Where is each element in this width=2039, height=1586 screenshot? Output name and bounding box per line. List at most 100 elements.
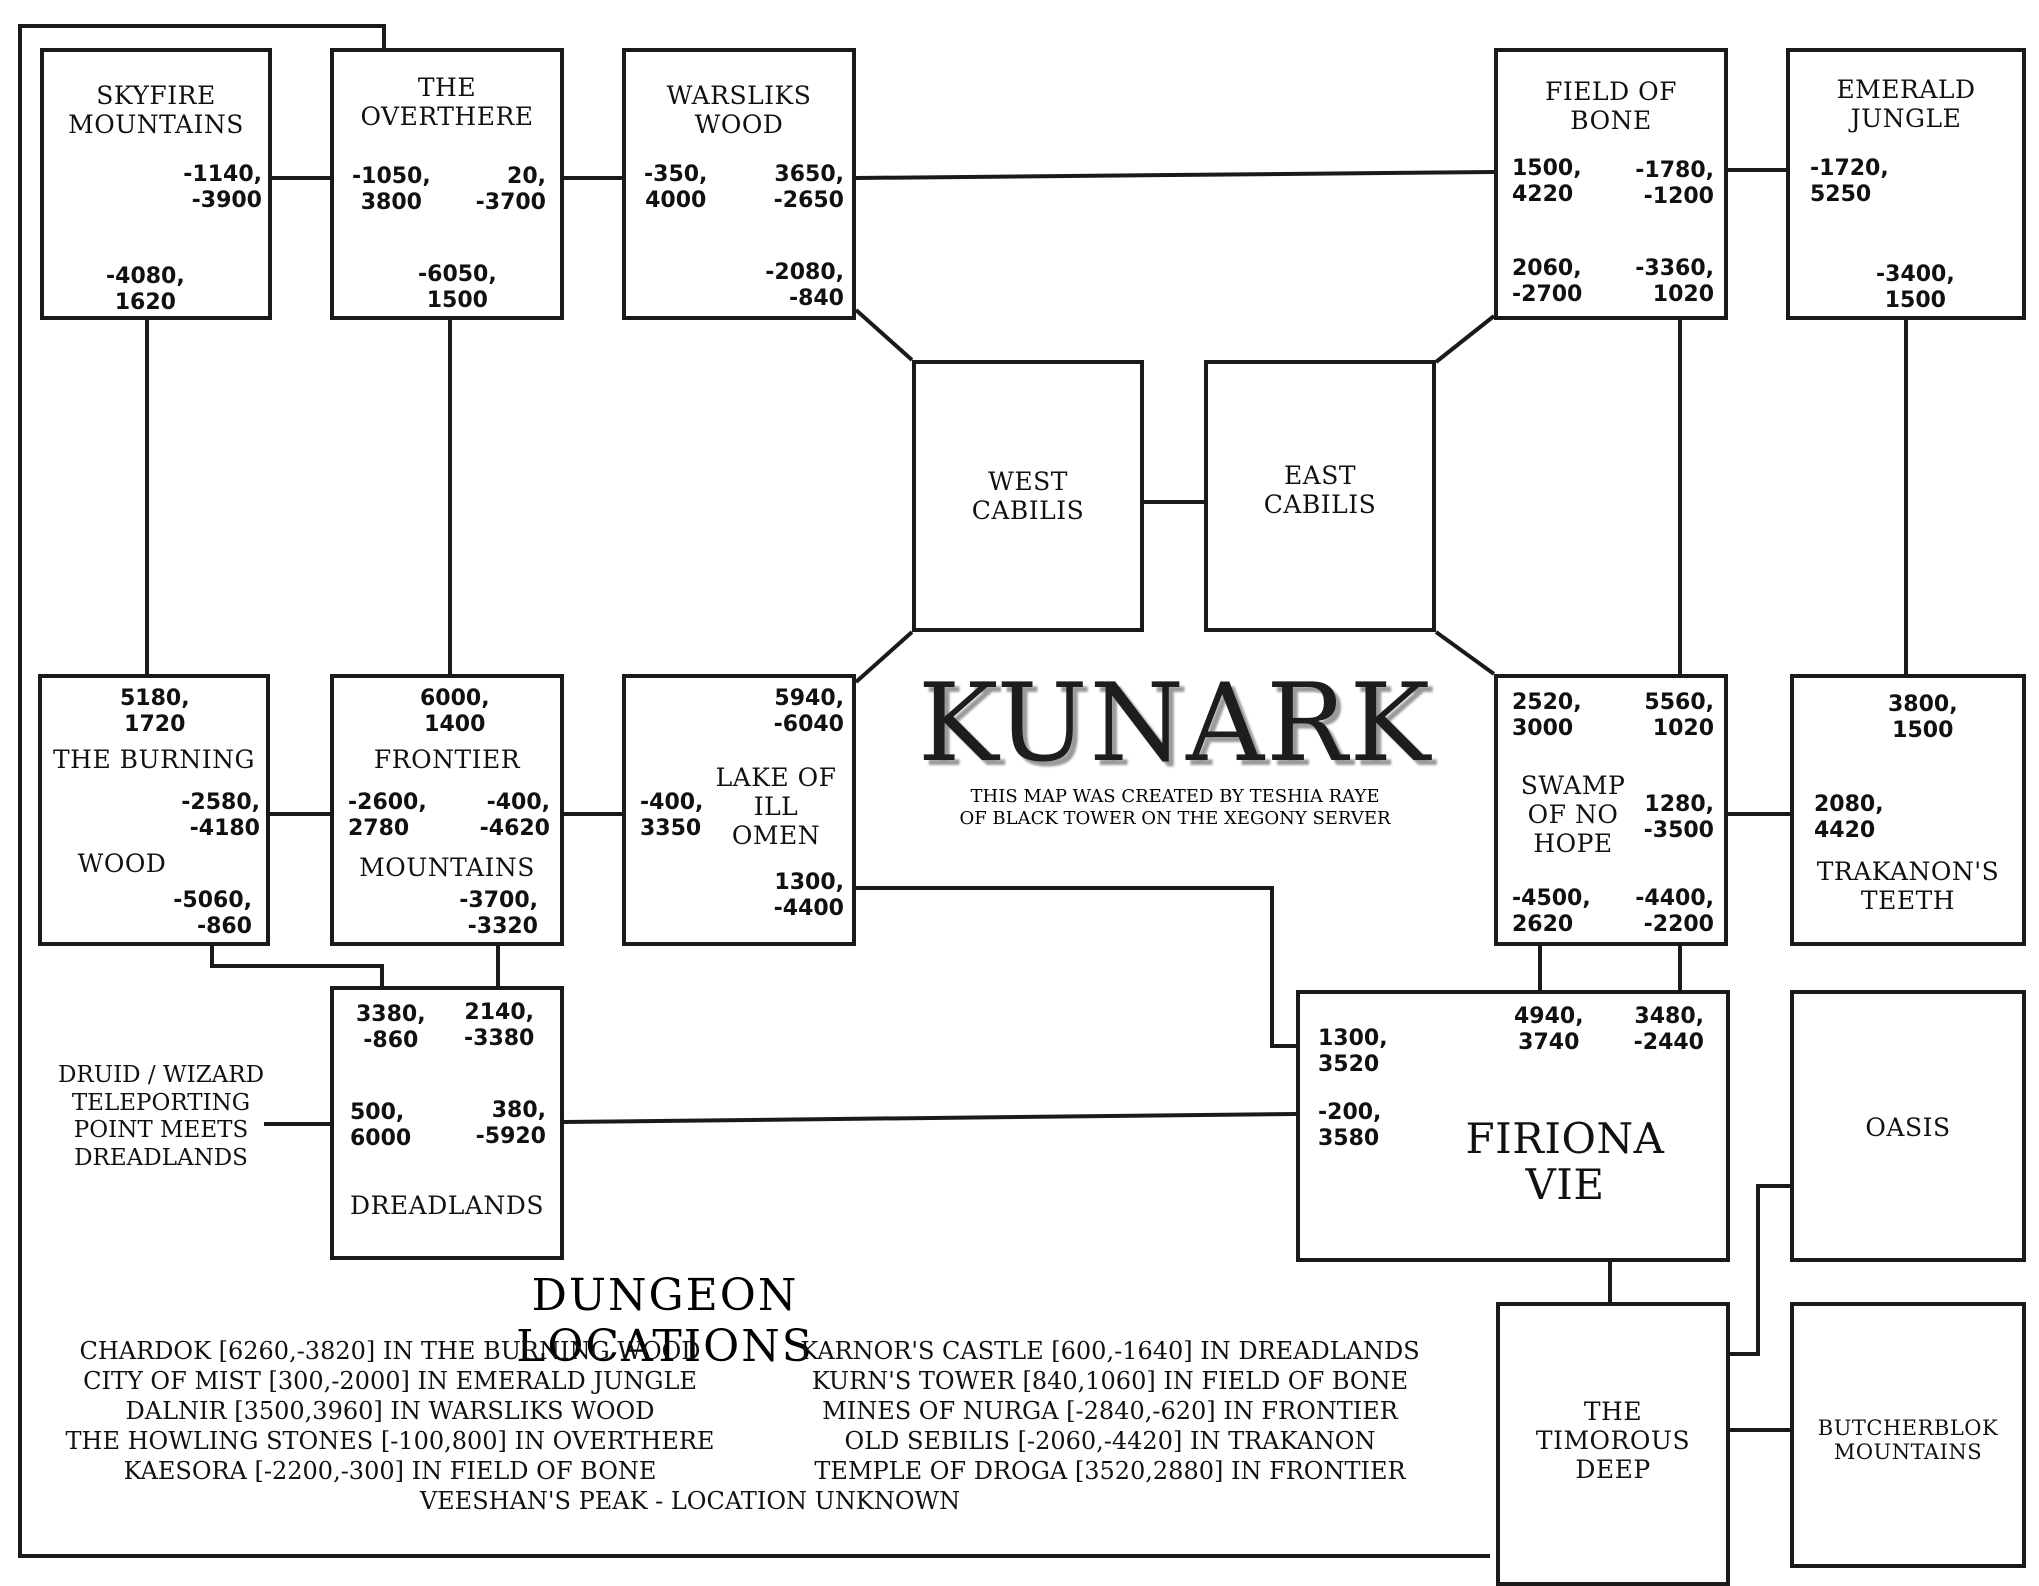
connector-warsliks-westcabilis bbox=[854, 308, 914, 362]
zone-frontier-mountains: 6000, 1400 Frontier -2600, 2780 -400, -4… bbox=[330, 674, 564, 946]
zone-coordinate: 6000, 1400 bbox=[420, 686, 490, 738]
zone-the-burning-wood: 5180, 1720 The Burning -2580, -4180 Wood… bbox=[38, 674, 270, 946]
connector-lake-westcabilis bbox=[854, 630, 914, 684]
zone-firiona-vie: 1300, 3520 -200, 3580 4940, 3740 3480, -… bbox=[1296, 990, 1730, 1262]
teleport-note: Druid / Wizard Teleporting Point meets D… bbox=[57, 1062, 265, 1171]
zone-coordinate: 1280, -3500 bbox=[1643, 792, 1714, 844]
zone-the-timorous-deep: The Timorous Deep bbox=[1496, 1302, 1730, 1586]
dungeon-entry: Old Sebilis [-2060,-4420] in Trakanon bbox=[844, 1427, 1376, 1455]
dungeon-entry: Chardok [6260,-3820] in the Burning Wood bbox=[79, 1337, 701, 1365]
zone-coordinate: 3800, 1500 bbox=[1888, 692, 1958, 744]
zone-name: The Overthere bbox=[360, 73, 534, 131]
zone-name: Mountains bbox=[359, 853, 535, 882]
zone-coordinate: -4080, 1620 bbox=[106, 264, 185, 316]
zone-skyfire-mountains: Skyfire Mountains -1140, -3900 -4080, 16… bbox=[40, 48, 272, 320]
zone-name: Field of Bone bbox=[1545, 77, 1677, 135]
connector-lake-firiona bbox=[856, 886, 1296, 1048]
zone-coordinate: 380, -5920 bbox=[475, 1098, 546, 1150]
zone-swamp-of-no-hope: 2520, 3000 5560, 1020 Swamp of No Hope 1… bbox=[1494, 674, 1728, 946]
zone-coordinate: 3650, -2650 bbox=[773, 162, 844, 214]
connector-fieldofbone-eastcabilis bbox=[1434, 314, 1496, 364]
zone-name: Oasis bbox=[1865, 1113, 1951, 1142]
zone-coordinate: 5940, -6040 bbox=[773, 686, 844, 738]
zone-coordinate: 4940, 3740 bbox=[1514, 1004, 1584, 1056]
zone-coordinate: -2600, 2780 bbox=[348, 790, 427, 842]
zone-coordinate: 1300, 3520 bbox=[1318, 1026, 1388, 1078]
zone-coordinate: 5180, 1720 bbox=[120, 686, 190, 738]
map-credit: This map was created by Teshia Raye of B… bbox=[959, 786, 1391, 829]
zone-coordinate: -4500, 2620 bbox=[1512, 886, 1591, 938]
zone-coordinate: -400, -4620 bbox=[479, 790, 550, 842]
connector-timorous-oasis bbox=[1730, 1184, 1790, 1356]
dungeon-entry: The Howling Stones [-100,800] in Overthe… bbox=[65, 1427, 715, 1455]
zone-coordinate: 5560, 1020 bbox=[1644, 690, 1714, 742]
dungeon-entry: Kurn's Tower [840,1060] in Field of Bone bbox=[811, 1367, 1409, 1395]
zone-oasis: Oasis bbox=[1790, 990, 2026, 1262]
zone-coordinate: 2140, -3380 bbox=[464, 1000, 535, 1052]
connector-overthere-timorous bbox=[18, 24, 1490, 1558]
zone-coordinate: -4400, -2200 bbox=[1635, 886, 1714, 938]
zone-name: Swamp of No Hope bbox=[1520, 771, 1626, 858]
zone-coordinate: -350, 4000 bbox=[644, 162, 708, 214]
zone-coordinate: 3380, -860 bbox=[356, 1002, 426, 1054]
dungeon-entry: Mines of Nurga [-2840,-620] in Frontier bbox=[822, 1397, 1398, 1425]
zone-coordinate: -2580, -4180 bbox=[181, 790, 260, 842]
zone-coordinate: 1500, 4220 bbox=[1512, 156, 1582, 208]
zone-field-of-bone: Field of Bone 1500, 4220 -1780, -1200 20… bbox=[1494, 48, 1728, 320]
zone-coordinate: -1720, 5250 bbox=[1810, 156, 1889, 208]
zone-coordinate: -2080, -840 bbox=[765, 260, 844, 312]
zone-butcherblok-mountains: Butcherblok Mountains bbox=[1790, 1302, 2026, 1568]
dungeon-heading: Dungeon Locations bbox=[516, 1270, 814, 1372]
zone-coordinate: 500, 6000 bbox=[350, 1100, 412, 1152]
map-title: KUNARK bbox=[917, 661, 1433, 786]
zone-name: West Cabilis bbox=[971, 467, 1085, 525]
zone-east-cabilis: East Cabilis bbox=[1204, 360, 1436, 632]
zone-coordinate: -3360, 1020 bbox=[1635, 256, 1714, 308]
zone-coordinate: -400, 3350 bbox=[640, 790, 704, 842]
dungeon-entry: Veeshan's Peak - location unknown bbox=[419, 1487, 961, 1515]
zone-coordinate: 20, -3700 bbox=[475, 164, 546, 216]
zone-name: Lake of Ill Omen bbox=[715, 763, 837, 850]
zone-name: The Burning bbox=[52, 745, 256, 774]
connector-warsliks-fieldofbone bbox=[855, 170, 1495, 180]
zone-name: Dreadlands bbox=[350, 1191, 544, 1220]
zone-trakanons-teeth: 3800, 1500 2080, 4420 Trakanon's Teeth bbox=[1790, 674, 2026, 946]
zone-coordinate: 3480, -2440 bbox=[1633, 1004, 1704, 1056]
dungeon-entry: Karnor's Castle [600,-1640] in Dreadland… bbox=[800, 1337, 1420, 1365]
zone-name: Wood bbox=[77, 849, 167, 878]
zone-coordinate: -1780, -1200 bbox=[1635, 158, 1714, 210]
zone-west-cabilis: West Cabilis bbox=[912, 360, 1144, 632]
zone-name: The Timorous Deep bbox=[1535, 1397, 1691, 1484]
zone-warsliks-wood: Warsliks Wood -350, 4000 3650, -2650 -20… bbox=[622, 48, 856, 320]
zone-coordinate: -6050, 1500 bbox=[418, 262, 497, 314]
zone-name: Trakanon's Teeth bbox=[1816, 857, 2000, 915]
zone-the-overthere: The Overthere -1050, 3800 20, -3700 -605… bbox=[330, 48, 564, 320]
zone-name: Frontier bbox=[373, 745, 521, 774]
zone-dreadlands: 3380, -860 2140, -3380 500, 6000 380, -5… bbox=[330, 986, 564, 1260]
zone-coordinate: 2060, -2700 bbox=[1512, 256, 1583, 308]
zone-emerald-jungle: Emerald Jungle -1720, 5250 -3400, 1500 bbox=[1786, 48, 2026, 320]
connector-swamp-eastcabilis bbox=[1434, 630, 1496, 676]
zone-coordinate: -3400, 1500 bbox=[1876, 262, 1955, 314]
connector-burning-dreadlands bbox=[210, 946, 384, 986]
zone-name: East Cabilis bbox=[1263, 461, 1377, 519]
dungeon-entry: Temple of Droga [3520,2880] in Frontier bbox=[814, 1457, 1406, 1485]
zone-coordinate: 2080, 4420 bbox=[1814, 792, 1884, 844]
zone-coordinate: -1050, 3800 bbox=[352, 164, 431, 216]
zone-name: Skyfire Mountains bbox=[68, 81, 244, 139]
zone-coordinate: 1300, -4400 bbox=[773, 870, 844, 922]
zone-name: Emerald Jungle bbox=[1836, 75, 1976, 133]
zone-coordinate: -3700, -3320 bbox=[459, 888, 538, 940]
zone-name: Firiona Vie bbox=[1465, 1114, 1665, 1210]
zone-coordinate: -200, 3580 bbox=[1318, 1100, 1382, 1152]
zone-coordinate: 2520, 3000 bbox=[1512, 690, 1582, 742]
zone-lake-of-ill-omen: 5940, -6040 -400, 3350 Lake of Ill Omen … bbox=[622, 674, 856, 946]
dungeon-entry: City of Mist [300,-2000] in Emerald Jung… bbox=[83, 1367, 697, 1395]
dungeon-entry: Dalnir [3500,3960] in Warsliks Wood bbox=[125, 1397, 655, 1425]
zone-name: Butcherblok Mountains bbox=[1817, 1416, 1999, 1465]
zone-coordinate: -5060, -860 bbox=[173, 888, 252, 940]
dungeon-entry: Kaesora [-2200,-300] in Field of Bone bbox=[123, 1457, 657, 1485]
zone-name: Warsliks Wood bbox=[666, 81, 812, 139]
